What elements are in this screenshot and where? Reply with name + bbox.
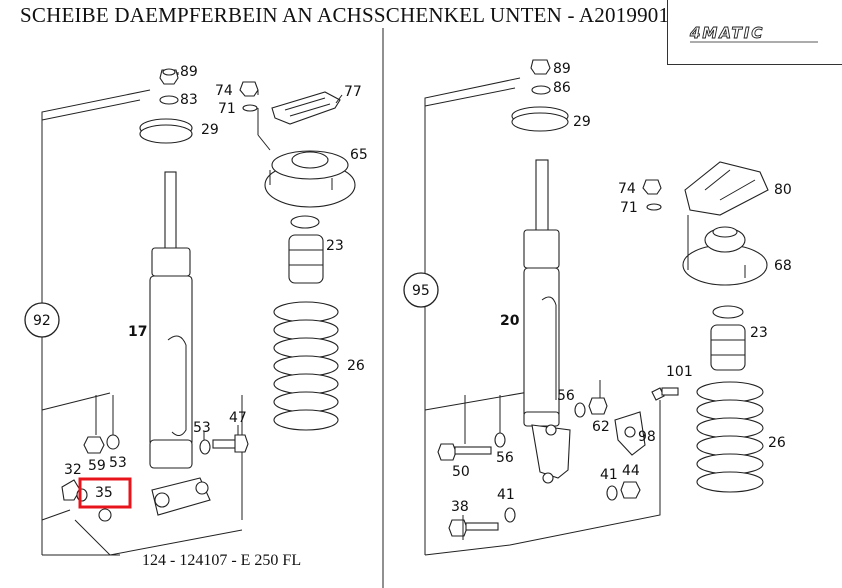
label-26-left: 26 <box>347 358 365 374</box>
label-89-left: 89 <box>180 64 198 80</box>
bump-stop-23-left <box>288 215 324 284</box>
label-101-right: 101 <box>666 364 693 380</box>
washer-53-left <box>199 439 211 455</box>
diagram-footer: 124 - 124107 - E 250 FL <box>142 552 302 569</box>
label-65-left: 65 <box>350 147 368 163</box>
bracket-80-right <box>684 161 769 216</box>
label-74-right: 74 <box>618 181 636 197</box>
label-74-left: 74 <box>215 83 233 99</box>
label-32-left: 32 <box>64 462 82 478</box>
label-29-right: 29 <box>573 114 591 130</box>
label-29-left: 29 <box>201 122 219 138</box>
washer-56-right-a <box>574 402 586 418</box>
top-mount-65-left <box>264 150 356 208</box>
label-68-right: 68 <box>774 258 792 274</box>
label-98-right: 98 <box>638 429 656 445</box>
highlight-box-35 <box>78 477 132 509</box>
left-assembly: 89 83 29 74 71 77 65 23 26 17 53 47 32 5… <box>24 64 368 556</box>
bolt-101-right <box>651 387 679 401</box>
washer-83-left <box>159 95 179 105</box>
nut-right-a <box>588 397 608 415</box>
bump-ring-29-right <box>511 106 569 132</box>
shock-absorber-left <box>149 171 211 516</box>
dust-boot-26-left <box>273 301 339 431</box>
label-59-left: 59 <box>88 458 106 474</box>
washer-41-right-b <box>504 507 516 523</box>
washer-bottom-left <box>98 508 112 522</box>
dust-boot-26-right <box>696 381 764 493</box>
label-89-right: 89 <box>553 61 571 77</box>
label-26-right: 26 <box>768 435 786 451</box>
washer-71-right <box>646 203 662 211</box>
label-17-strut: 17 <box>128 324 147 340</box>
label-62-right: 62 <box>592 419 610 435</box>
label-44-right: 44 <box>622 463 640 479</box>
label-20-strut: 20 <box>500 313 520 329</box>
bump-stop-23-right <box>710 305 746 371</box>
group-circle-95 <box>403 272 439 308</box>
bolt-47-left <box>212 434 249 453</box>
shock-absorber-right <box>523 159 571 484</box>
bolt-50-right <box>437 443 492 461</box>
4matic-logo-text: 4MATIC <box>689 24 764 42</box>
washer-56-right-b <box>494 432 506 448</box>
label-50-right: 50 <box>452 464 470 480</box>
label-77-left: 77 <box>344 84 362 100</box>
right-assembly: 89 86 29 74 71 80 68 23 26 20 56 56 62 1… <box>403 59 792 556</box>
bump-ring-29-left <box>139 118 193 144</box>
label-38-right: 38 <box>451 499 469 515</box>
bolt-38-right <box>448 519 499 537</box>
label-86-right: 86 <box>553 80 571 96</box>
group-label-95: 95 <box>412 283 430 299</box>
label-56-right-a: 56 <box>557 388 575 404</box>
label-83-left: 83 <box>180 92 198 108</box>
label-80-right: 80 <box>774 182 792 198</box>
nut-74-right <box>642 179 662 195</box>
group-circle-92 <box>24 302 60 338</box>
bracket-77-left <box>271 91 341 125</box>
label-56-right-b: 56 <box>496 450 514 466</box>
washer-41-right-a <box>606 485 618 501</box>
label-23-left: 23 <box>326 238 344 254</box>
washer-53-left-b <box>106 434 120 450</box>
top-mount-68-right <box>682 226 768 286</box>
label-53-left-b: 53 <box>109 455 127 471</box>
label-23-right: 23 <box>750 325 768 341</box>
washer-71-left <box>242 104 258 112</box>
nut-89-left <box>159 68 179 85</box>
group-label-92: 92 <box>33 313 51 329</box>
diagram-title: SCHEIBE DAEMPFERBEIN AN ACHSSCHENKEL UNT… <box>20 3 702 27</box>
label-35-left: 35 <box>95 485 113 501</box>
label-47-left: 47 <box>229 410 247 426</box>
4matic-logo: 4MATIC <box>689 24 818 42</box>
label-41-right-b: 41 <box>497 487 515 503</box>
nut-74-left <box>239 81 259 97</box>
label-71-right: 71 <box>620 200 638 216</box>
label-41-right-a: 41 <box>600 467 618 483</box>
nut-89-right <box>530 59 551 75</box>
washer-86-right <box>531 85 551 95</box>
label-53-left-a: 53 <box>193 420 211 436</box>
logo-box: 4MATIC <box>667 0 842 65</box>
label-71-left: 71 <box>218 101 236 117</box>
nut-59-left <box>83 436 105 454</box>
nut-44-right <box>620 481 641 499</box>
